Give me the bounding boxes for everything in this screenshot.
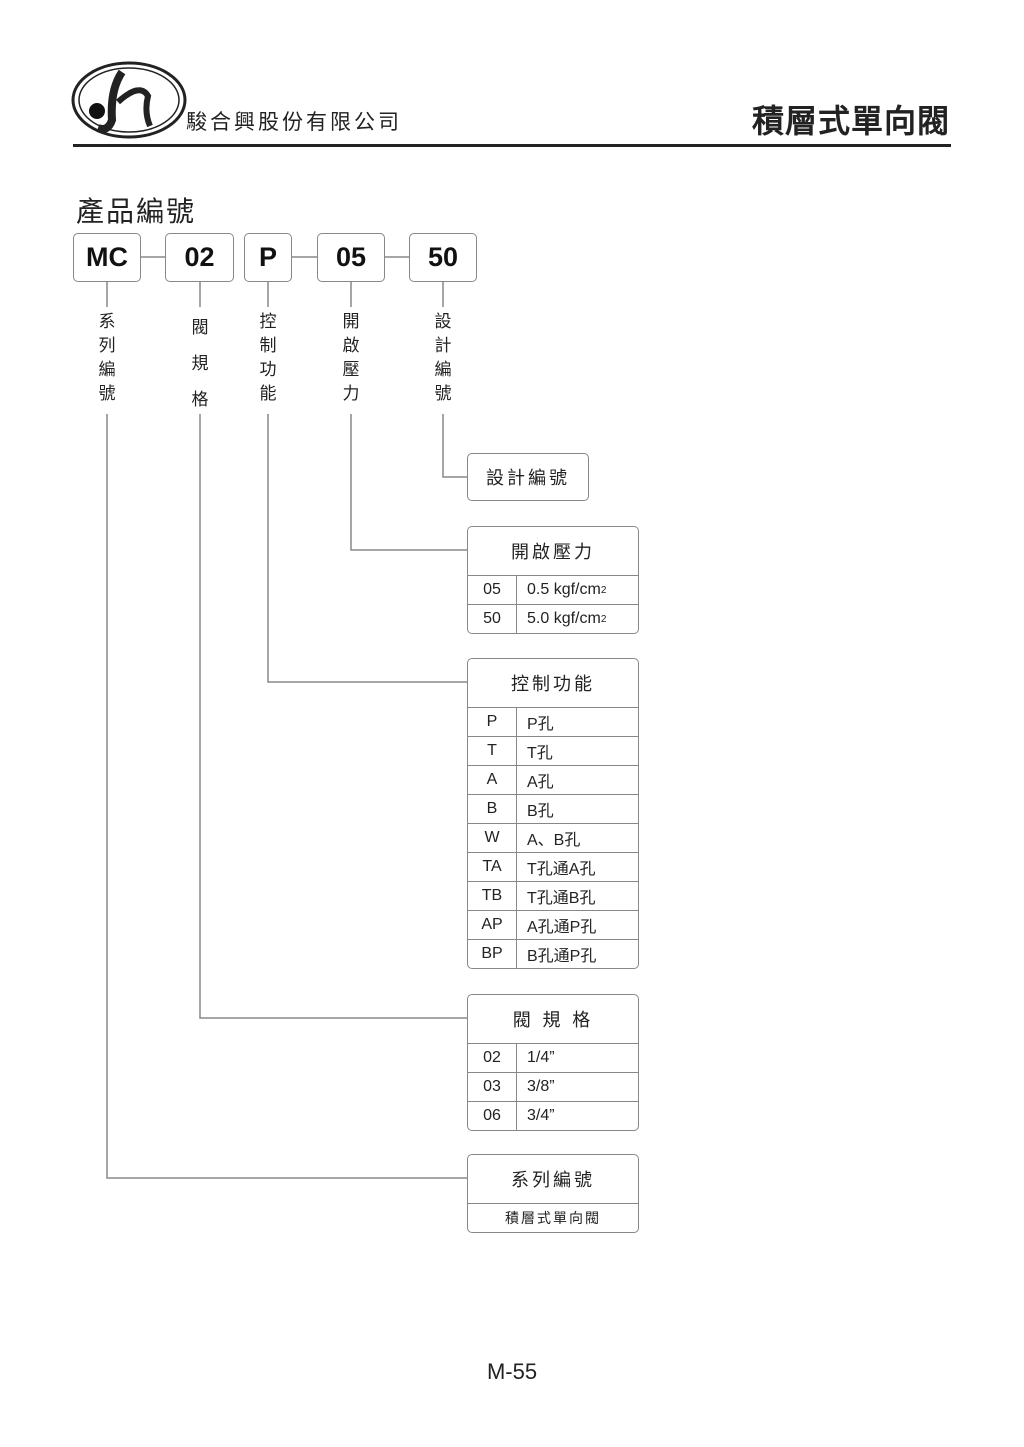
table-row: P P孔 [468, 708, 638, 737]
table-row: TA T孔通A孔 [468, 853, 638, 882]
row-code: TA [468, 853, 517, 881]
series-value: 積層式單向閥 [505, 1211, 601, 1227]
label-char: 編 [434, 360, 452, 380]
table-row: AP A孔通P孔 [468, 911, 638, 940]
table-row: 02 1/4” [468, 1044, 638, 1073]
row-code: 02 [468, 1044, 517, 1072]
table-row: W A、B孔 [468, 824, 638, 853]
row-code: 03 [468, 1073, 517, 1101]
label-char: 設 [434, 312, 452, 332]
row-code: 05 [468, 576, 517, 604]
label-char: 列 [98, 336, 116, 356]
label-pressure: 開啟壓力 [336, 310, 366, 406]
page-title: 積層式單向閥 [751, 102, 950, 140]
control-title: 控制功能 [468, 659, 638, 708]
label-size: 閥規格 [185, 310, 215, 418]
label-control: 控制功能 [253, 310, 283, 406]
row-value: B孔通P孔 [527, 948, 597, 965]
value-text: 0.5 kgf/cm [527, 581, 601, 598]
control-table: 控制功能 P P孔 T T孔 A A孔 B B孔 W A、B孔 TA T孔通A孔 TB T孔通B孔 AP A孔… [467, 658, 639, 969]
row-value: A孔通P孔 [527, 919, 597, 936]
row-code: A [468, 766, 517, 794]
value-text: 5.0 kgf/cm [527, 610, 601, 627]
pressure-title: 開啟壓力 [468, 527, 638, 576]
superscript: 2 [600, 613, 607, 625]
label-char: 號 [98, 384, 116, 404]
row-code: B [468, 795, 517, 823]
label-char: 計 [434, 336, 452, 356]
row-value: B孔 [527, 803, 554, 820]
row-value: T孔通A孔 [527, 861, 596, 878]
code-series: MC [73, 233, 141, 282]
row-value: T孔通B孔 [527, 890, 596, 907]
series-title: 系列編號 [468, 1155, 638, 1204]
header-divider [73, 144, 951, 147]
code-pressure: 05 [317, 233, 385, 282]
code-size: 02 [165, 233, 234, 282]
label-design: 設計編號 [428, 310, 458, 406]
row-code: W [468, 824, 517, 852]
label-char: 號 [434, 384, 452, 404]
row-value: P孔 [527, 716, 554, 733]
label-char: 力 [342, 384, 360, 404]
table-row: 06 3/4” [468, 1102, 638, 1130]
label-char: 閥 [191, 318, 209, 338]
label-char: 控 [259, 312, 277, 332]
table-row: B B孔 [468, 795, 638, 824]
label-char: 系 [98, 312, 116, 332]
code-design: 50 [409, 233, 477, 282]
label-series: 系列編號 [92, 310, 122, 406]
design-box: 設計編號 [467, 453, 589, 501]
label-char: 編 [98, 360, 116, 380]
label-char: 規 [191, 354, 209, 374]
row-code: 06 [468, 1102, 517, 1130]
row-value: A孔 [527, 774, 554, 791]
table-row: A A孔 [468, 766, 638, 795]
table-row: BP B孔通P孔 [468, 940, 638, 968]
table-row: 03 3/8” [468, 1073, 638, 1102]
row-value: A、B孔 [527, 832, 581, 849]
table-row: T T孔 [468, 737, 638, 766]
label-char: 能 [259, 384, 277, 404]
label-char: 制 [259, 336, 277, 356]
table-row: TB T孔通B孔 [468, 882, 638, 911]
row-value: 1/4” [527, 1049, 555, 1066]
page-number: M-55 [486, 1359, 538, 1384]
row-code: 50 [468, 605, 517, 633]
row-code: AP [468, 911, 517, 939]
row-value: 3/4” [527, 1107, 555, 1124]
size-table: 閥 規 格 02 1/4” 03 3/8” 06 3/4” [467, 994, 639, 1131]
row-code: P [468, 708, 517, 736]
superscript: 2 [600, 584, 607, 596]
row-code: T [468, 737, 517, 765]
table-row: 積層式單向閥 [468, 1204, 638, 1232]
row-value: 3/8” [527, 1078, 555, 1095]
section-title: 產品編號 [76, 195, 197, 228]
row-value: T孔 [527, 745, 553, 762]
code-control: P [244, 233, 292, 282]
company-name: 駿合興股份有限公司 [186, 110, 402, 134]
row-code: BP [468, 940, 517, 968]
label-char: 啟 [342, 336, 360, 356]
row-code: TB [468, 882, 517, 910]
size-title: 閥 規 格 [468, 995, 638, 1044]
series-table: 系列編號 積層式單向閥 [467, 1154, 639, 1233]
label-char: 開 [342, 312, 360, 332]
label-char: 格 [191, 390, 209, 410]
label-char: 功 [259, 360, 277, 380]
design-title: 設計編號 [486, 468, 570, 489]
label-char: 壓 [342, 360, 360, 380]
